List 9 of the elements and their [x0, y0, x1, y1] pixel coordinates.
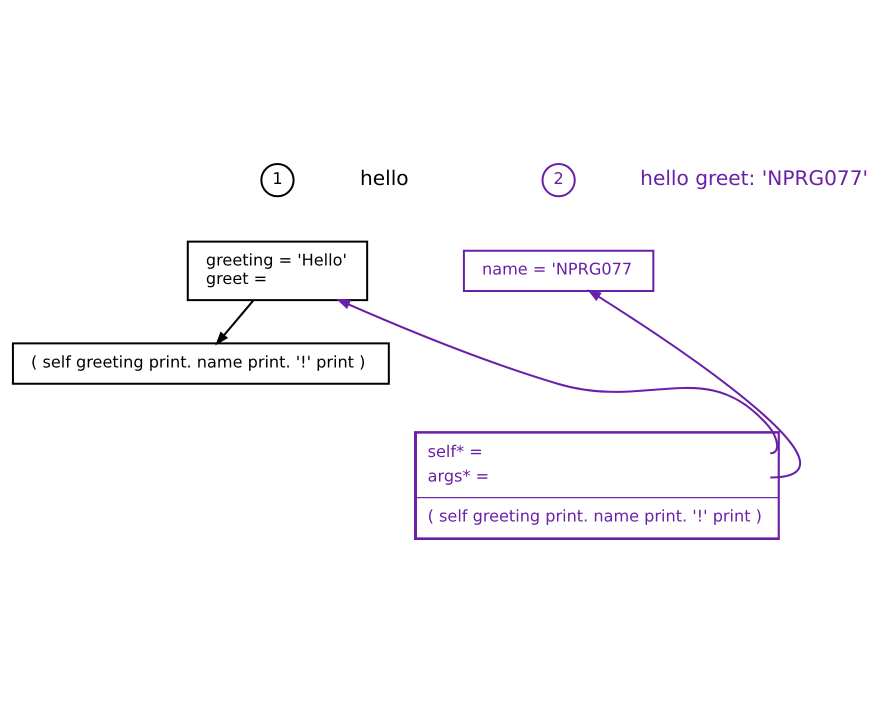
- node-box: name = 'NPRG077: [462, 249, 654, 292]
- node-box: ( self greeting print. name print. '!' print ): [12, 342, 390, 384]
- node-box: greeting = 'Hello' greet =: [186, 240, 368, 301]
- arrow: [215, 299, 254, 346]
- node-circle: 1: [260, 162, 295, 197]
- arrow: [587, 288, 800, 478]
- node-circle: 2: [542, 162, 576, 197]
- node-label: hello: [360, 166, 409, 190]
- node-label: hello greet: 'NPRG077': [640, 166, 868, 190]
